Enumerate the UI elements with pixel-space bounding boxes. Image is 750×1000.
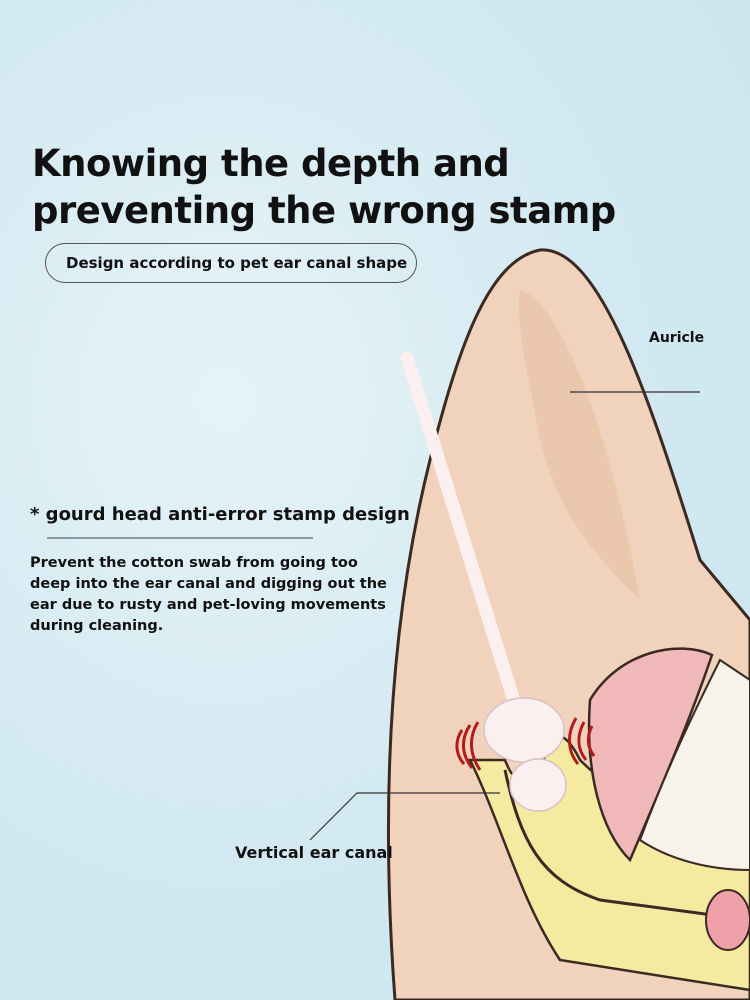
swab-stick [400,351,527,727]
warning-waves-left [455,721,482,771]
title-line-1: Knowing the depth and [32,142,510,185]
auricle-label: Auricle [649,330,705,346]
warning-waves-right [568,717,596,765]
swab-head-top [483,697,565,763]
feature-title: * gourd head anti-error stamp design [30,504,410,525]
design-badge: Design according to pet ear canal shape [45,243,417,283]
page-title: Knowing the depth and preventing the wro… [32,140,616,234]
title-line-2: preventing the wrong stamp [32,189,616,232]
swab-head-bottom [509,758,567,812]
feature-description: Prevent the cotton swab from going too d… [30,555,387,634]
middle-ear-white [638,658,750,872]
divider [47,537,313,539]
design-badge-label: Design according to pet ear canal shape [66,254,408,272]
eardrum [705,889,750,951]
canal-pointer [309,792,500,841]
ear-inner-fold [519,290,640,600]
vertical-canal-label: Vertical ear canal [235,843,393,862]
ear-canal-inner [503,769,750,922]
